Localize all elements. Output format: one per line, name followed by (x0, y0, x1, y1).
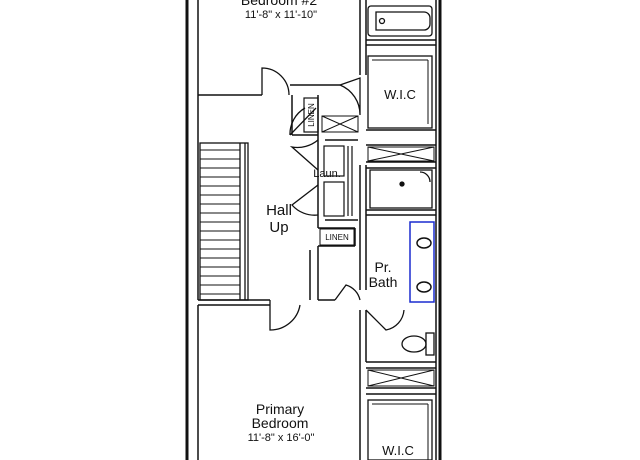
primary-bedroom-line2: Bedroom (252, 415, 309, 431)
linen-hall-label: LINEN (325, 233, 349, 242)
door-swings (261, 67, 405, 331)
primary-bedroom-line1: Primary (256, 401, 304, 417)
double-vanity (409, 221, 435, 303)
primary-bath-line1: Pr. (374, 259, 391, 275)
wic-top (367, 55, 433, 129)
linen-left-box (303, 97, 319, 133)
primary-bedroom-dims: 11'-8" x 16'-0" (248, 432, 315, 444)
toilet (401, 332, 435, 356)
linen-hall-box (319, 228, 355, 246)
linen-left-label: LINEN (307, 103, 316, 127)
shelf-top (321, 115, 435, 387)
exterior-walls (185, 0, 442, 460)
bathtub (367, 5, 433, 37)
primary-bath-line2: Bath (369, 274, 398, 290)
bedroom2-dims: 11'-8" x 11'-10" (245, 9, 317, 21)
shower (369, 169, 433, 209)
interior-walls (197, 0, 437, 460)
hall-label-line2: Up (269, 219, 288, 236)
wic-top-label: W.I.C (384, 87, 416, 102)
bedroom2-name: Bedroom #2 (241, 0, 317, 8)
hall-label-line1: Hall (266, 202, 292, 219)
laundry-appliances (323, 145, 353, 217)
laundry-label: Laun. (313, 168, 341, 180)
wic-bottom-label: W.I.C (382, 443, 414, 458)
stair-treads (200, 149, 240, 295)
wic-bottom (367, 399, 433, 460)
